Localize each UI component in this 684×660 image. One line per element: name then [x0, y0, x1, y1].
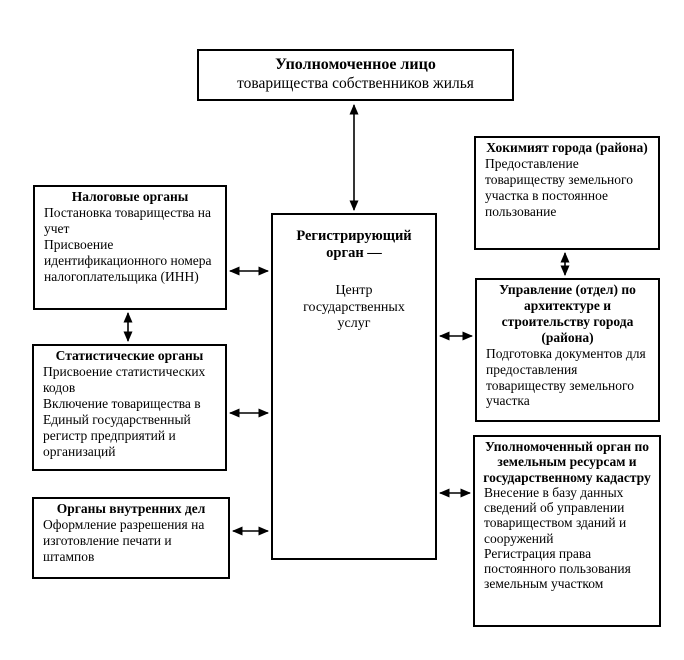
- tax-authorities-title: Налоговые органы: [71, 189, 189, 204]
- statistics-authorities-title: Статистические органы: [55, 348, 204, 363]
- khokimiyat-box: Хокимият города (района) Предоставление …: [474, 136, 660, 250]
- registering-body-title: Регистрирующий орган —: [296, 228, 412, 262]
- khokimiyat-line: Предоставление товариществу земельного у…: [485, 155, 633, 219]
- architecture-department-title: Управление (отдел) по архитектуре и стро…: [499, 282, 636, 345]
- statistics-authorities-line: Включение товарищества в Единый государс…: [43, 395, 201, 459]
- internal-affairs-line: Оформление разрешения на изготовление пе…: [43, 516, 205, 564]
- statistics-authorities-box: Статистические органы Присвоение статист…: [32, 344, 227, 471]
- land-resources-box: Уполномоченный орган по земельным ресурс…: [473, 435, 661, 627]
- registering-body-text: Центр государственных услуг: [303, 283, 405, 332]
- land-resources-line: Внесение в базу данных сведений об управ…: [484, 484, 627, 546]
- internal-affairs-title: Органы внутренних дел: [56, 501, 206, 516]
- land-resources-line: Регистрация права постоянного пользовани…: [484, 545, 631, 592]
- architecture-department-box: Управление (отдел) по архитектуре и стро…: [475, 278, 660, 422]
- authorized-person-title: Уполномоченное лицо: [275, 56, 436, 73]
- tax-authorities-line: Присвоение идентификационного номера нал…: [44, 236, 212, 284]
- khokimiyat-title: Хокимият города (района): [486, 140, 648, 155]
- statistics-authorities-line: Присвоение статистических кодов: [43, 363, 206, 395]
- authorized-person-box: Уполномоченное лицо товарищества собстве…: [197, 49, 514, 101]
- internal-affairs-box: Органы внутренних дел Оформление разреше…: [32, 497, 230, 579]
- tax-authorities-line: Постановка товарищества на учет: [44, 204, 211, 236]
- architecture-department-line: Подготовка документов для предоставления…: [486, 345, 646, 409]
- authorized-person-subtitle: товарищества собственников жилья: [237, 74, 474, 92]
- tax-authorities-box: Налоговые органы Постановка товарищества…: [33, 185, 227, 310]
- registering-body-box: Регистрирующий орган — Центр государстве…: [271, 213, 437, 560]
- land-resources-title: Уполномоченный орган по земельным ресурс…: [483, 439, 651, 485]
